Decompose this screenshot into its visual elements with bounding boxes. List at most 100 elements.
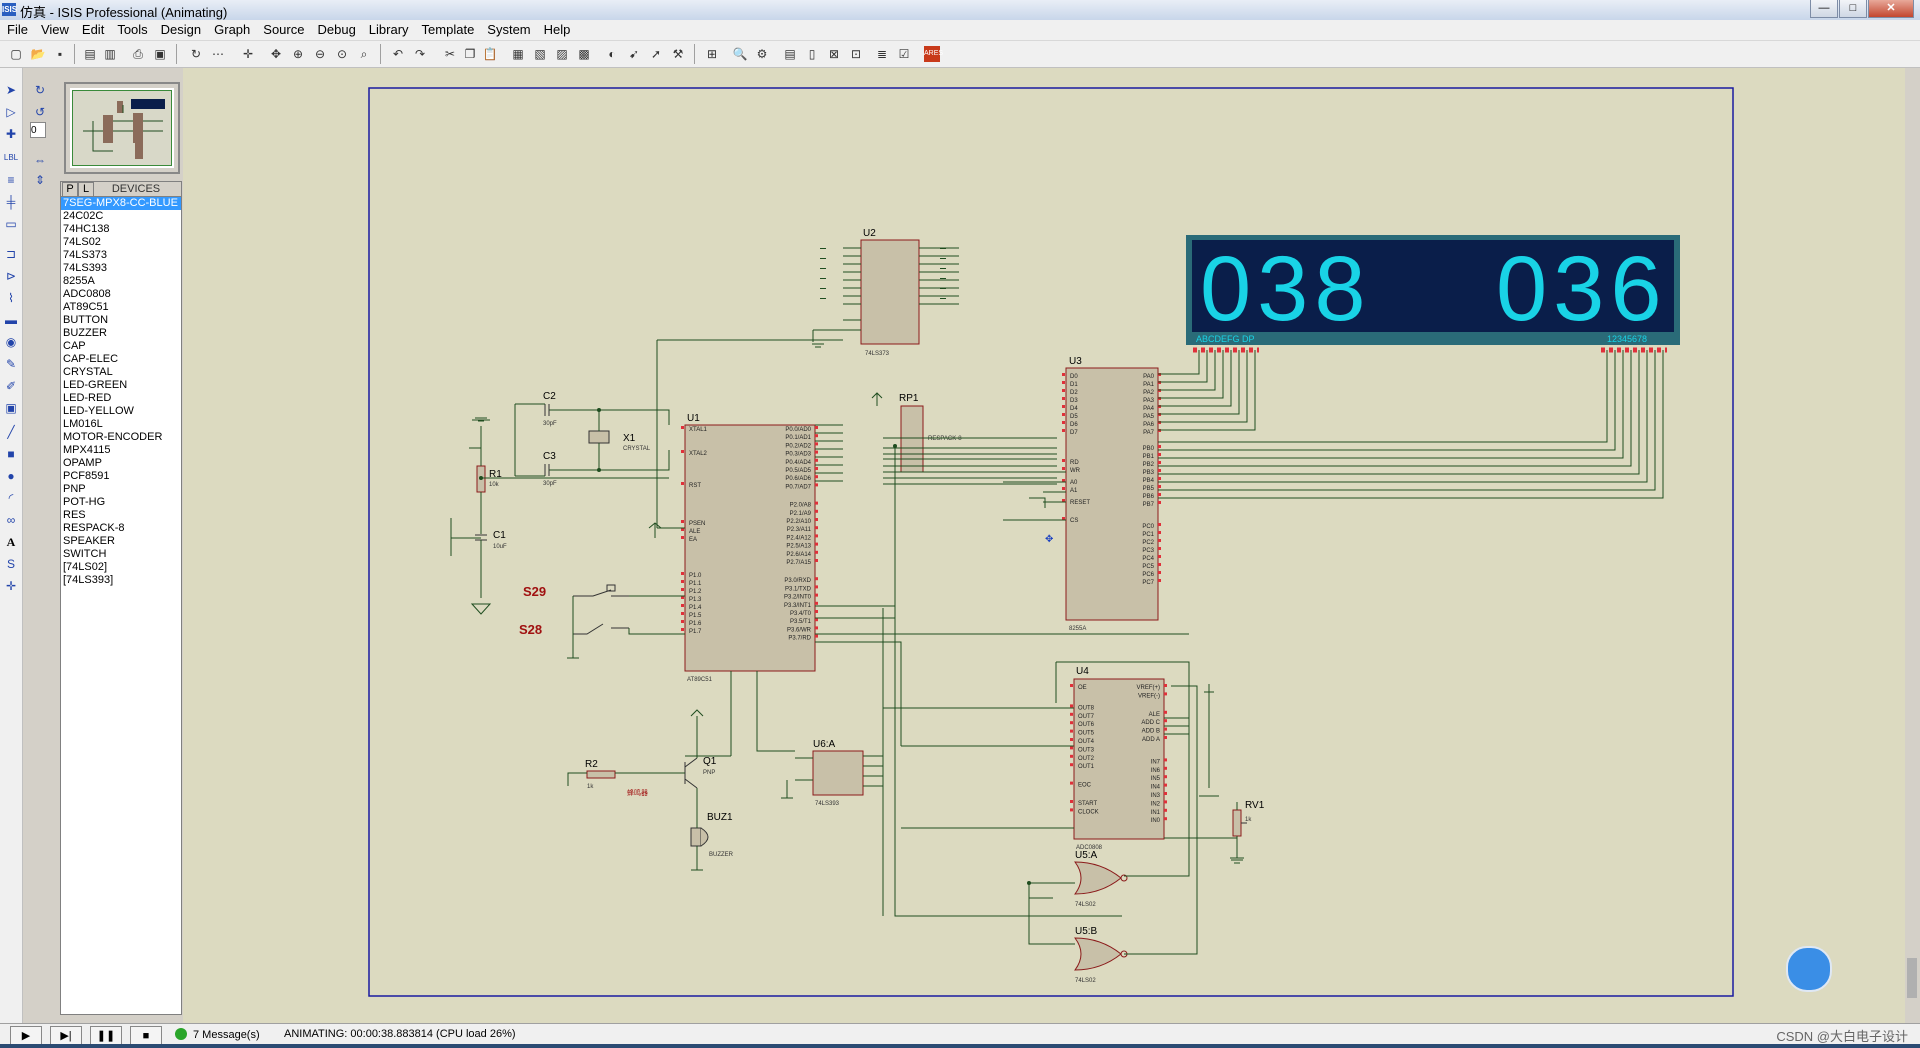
search-icon[interactable]: 🔍 xyxy=(732,47,748,61)
tape-icon[interactable]: ▬ xyxy=(5,313,17,327)
device-item[interactable]: 24C02C xyxy=(63,210,104,222)
device-item[interactable]: PCF8591 xyxy=(63,470,110,482)
path-icon[interactable]: ∞ xyxy=(6,513,16,527)
block-move-icon[interactable]: ▧ xyxy=(534,47,546,61)
device-item[interactable]: OPAMP xyxy=(63,457,102,469)
menu-debug[interactable]: Debug xyxy=(317,22,356,37)
device-item[interactable]: POT-HG xyxy=(63,496,106,508)
ares-icon[interactable]: ARES xyxy=(924,46,943,62)
pause-button[interactable]: ❚❚ xyxy=(90,1026,122,1046)
device-item[interactable]: [74LS393] xyxy=(63,574,114,586)
zoom-child-icon[interactable]: ⊡ xyxy=(850,47,862,61)
menu-library[interactable]: Library xyxy=(368,22,409,37)
print-icon[interactable]: ⎙ xyxy=(133,47,143,61)
overview-window[interactable] xyxy=(64,82,180,174)
rotation-angle-input[interactable] xyxy=(30,122,46,138)
property-tool-icon[interactable]: ⚙ xyxy=(756,47,768,61)
circle-icon[interactable]: ● xyxy=(7,469,15,483)
wire-label-icon[interactable]: LBL xyxy=(3,153,19,162)
design-explorer-icon[interactable]: ▤ xyxy=(784,47,796,61)
menu-file[interactable]: File xyxy=(7,22,28,37)
menu-source[interactable]: Source xyxy=(263,22,305,37)
device-item[interactable]: CRYSTAL xyxy=(63,366,113,378)
zoom-all-icon[interactable]: ⊙ xyxy=(336,47,348,61)
text-icon[interactable]: A xyxy=(6,535,16,549)
origin-icon[interactable]: ✛ xyxy=(242,47,254,61)
zoom-out-icon[interactable]: ⊖ xyxy=(314,47,326,61)
undo-icon[interactable]: ↶ xyxy=(392,47,404,61)
block-delete-icon[interactable]: ▩ xyxy=(578,47,590,61)
pan-icon[interactable]: ✥ xyxy=(270,47,282,61)
pin-icon[interactable]: ⊳ xyxy=(5,269,17,283)
device-item[interactable]: 74LS02 xyxy=(63,236,101,248)
vertical-scrollbar[interactable] xyxy=(1905,68,1919,1023)
maximize-button[interactable]: □ xyxy=(1839,0,1867,18)
menu-design[interactable]: Design xyxy=(160,22,202,37)
new-icon[interactable]: ▢ xyxy=(10,47,22,61)
schematic-canvas[interactable]: 038 036 ABCDEFG DP 12345678 U2 74LS373 U… xyxy=(183,68,1917,1023)
new-sheet-icon[interactable]: ▯ xyxy=(808,47,816,61)
menu-template[interactable]: Template xyxy=(421,22,475,37)
symbol-icon[interactable]: S xyxy=(6,557,15,571)
copy-icon[interactable]: ❐ xyxy=(464,47,476,61)
virtual-instrument-icon[interactable]: ▣ xyxy=(5,401,17,415)
device-item[interactable]: [74LS02] xyxy=(63,561,108,573)
library-manager-button[interactable]: L xyxy=(78,182,94,197)
device-item[interactable]: LED-RED xyxy=(63,392,112,404)
block-copy-icon[interactable]: ▦ xyxy=(512,47,524,61)
rotate-cw-icon[interactable]: ↻ xyxy=(34,83,46,97)
device-item[interactable]: 74LS393 xyxy=(63,262,108,274)
pick-devices-button[interactable]: P xyxy=(62,182,78,197)
scrollbar-thumb[interactable] xyxy=(1907,958,1917,998)
grid-icon[interactable]: ⋯ xyxy=(212,47,224,61)
device-item[interactable]: LM016L xyxy=(63,418,103,430)
wire-autorouter-icon[interactable]: ⊞ xyxy=(706,47,718,61)
paste-icon[interactable]: 📋 xyxy=(482,47,498,61)
graph-icon[interactable]: ⌇ xyxy=(8,291,14,305)
print-area-icon[interactable]: ▣ xyxy=(154,47,166,61)
bus-icon[interactable]: ╪ xyxy=(6,195,16,209)
component-icon[interactable]: ▷ xyxy=(6,105,16,119)
current-probe-icon[interactable]: ✐ xyxy=(5,379,17,393)
pick-icon[interactable]: ◐ xyxy=(608,47,616,61)
device-item[interactable]: SWITCH xyxy=(63,548,107,560)
subcircuit-icon[interactable]: ▭ xyxy=(5,217,17,231)
device-item[interactable]: PNP xyxy=(63,483,86,495)
message-indicator[interactable]: 7 Message(s) xyxy=(175,1028,260,1041)
mirror-y-icon[interactable]: ⇕ xyxy=(34,173,46,187)
close-button[interactable]: ✕ xyxy=(1868,0,1914,18)
marker-icon[interactable]: ✛ xyxy=(5,579,17,593)
device-item[interactable]: BUZZER xyxy=(63,327,107,339)
zoom-area-icon[interactable]: ⌕ xyxy=(360,47,368,61)
cut-icon[interactable]: ✂ xyxy=(444,47,456,61)
menu-system[interactable]: System xyxy=(487,22,531,37)
minimize-button[interactable]: — xyxy=(1810,0,1838,18)
remove-sheet-icon[interactable]: ⊠ xyxy=(828,47,840,61)
step-button[interactable]: ▶| xyxy=(50,1026,82,1046)
menu-graph[interactable]: Graph xyxy=(214,22,251,37)
junction-icon[interactable]: ✚ xyxy=(5,127,17,141)
device-item[interactable]: MPX4115 xyxy=(63,444,111,456)
device-item[interactable]: LED-GREEN xyxy=(63,379,128,391)
stop-button[interactable]: ■ xyxy=(130,1026,162,1046)
menu-edit[interactable]: Edit xyxy=(81,22,105,37)
menu-view[interactable]: View xyxy=(40,22,69,37)
redo-icon[interactable]: ↷ xyxy=(414,47,426,61)
voltage-probe-icon[interactable]: ✎ xyxy=(5,357,17,371)
floating-assistant-button[interactable] xyxy=(1786,946,1832,992)
arc-icon[interactable]: ◜ xyxy=(8,491,14,505)
zoom-in-icon[interactable]: ⊕ xyxy=(292,47,304,61)
device-item[interactable]: MOTOR-ENCODER xyxy=(63,431,163,443)
decompose-icon[interactable]: ⚒ xyxy=(672,47,684,61)
import-icon[interactable]: ▤ xyxy=(84,47,96,61)
bom-icon[interactable]: ≣ xyxy=(876,47,888,61)
selection-icon[interactable]: ➤ xyxy=(5,83,17,97)
packaging-icon[interactable]: ➚ xyxy=(650,47,662,61)
device-item[interactable]: CAP-ELEC xyxy=(63,353,119,365)
generator-icon[interactable]: ◉ xyxy=(5,335,17,349)
device-item[interactable]: RESPACK-8 xyxy=(63,522,125,534)
device-item[interactable]: 74LS373 xyxy=(63,249,108,261)
device-item[interactable]: CAP xyxy=(63,340,86,352)
device-item[interactable]: 8255A xyxy=(63,275,95,287)
menu-tools[interactable]: Tools xyxy=(117,22,148,37)
